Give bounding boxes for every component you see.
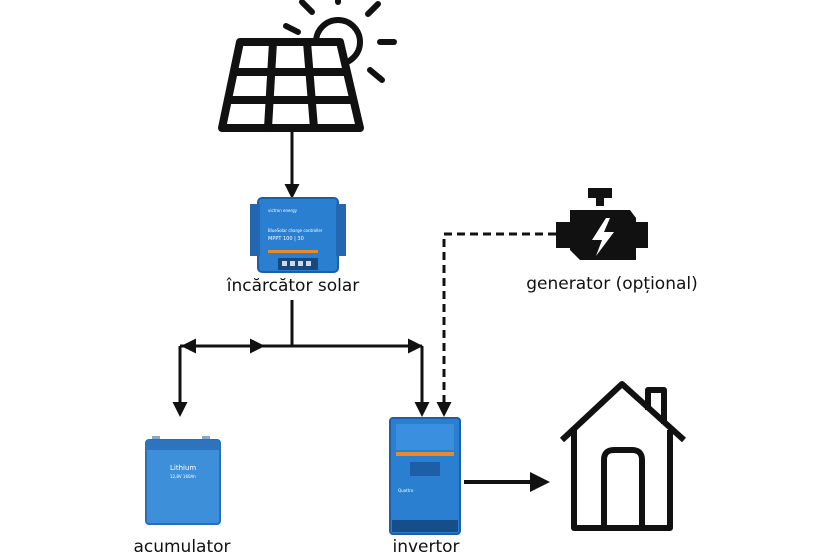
charger-model: MPPT 100 | 30 (268, 236, 304, 242)
inverter-label: invertor (392, 537, 459, 557)
battery-title: Lithium (170, 464, 196, 472)
arrow-generator-to-inverter (436, 232, 556, 417)
solar-panel-icon (218, 38, 364, 132)
charger-brand: victron energy (268, 208, 298, 213)
house-icon (559, 381, 687, 531)
charger-title: BlueSolar charge controller (268, 228, 323, 233)
inverter-name: Quattro (398, 488, 414, 493)
inverter-device: Quattro (389, 417, 461, 535)
battery-label: acumulator (133, 537, 230, 557)
battery-spec: 12,8V 160Ah (170, 474, 196, 479)
engine-bolt-icon (556, 188, 648, 260)
generator-label: generator (opțional) (526, 274, 698, 294)
battery-device: Lithium 12,8V 160Ah (145, 436, 221, 525)
charger-label: încărcător solar (226, 276, 360, 296)
solar-charger-device: victron energy BlueSolar charge controll… (250, 197, 346, 273)
